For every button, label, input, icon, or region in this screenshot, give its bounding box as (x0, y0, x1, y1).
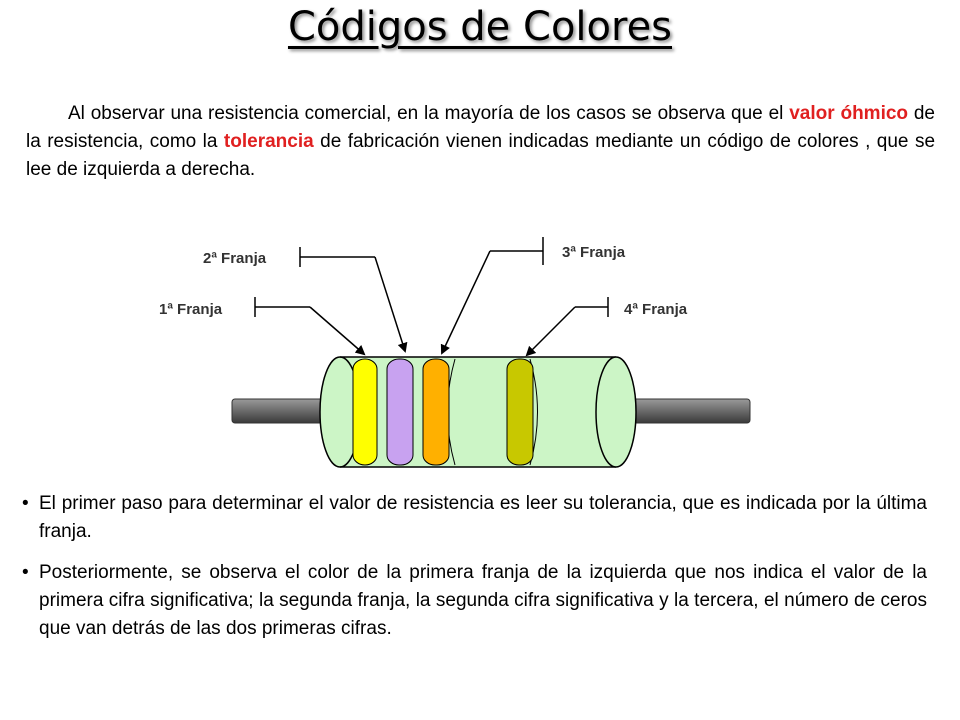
resistor-body (319, 356, 637, 468)
callout-band-4 (525, 297, 609, 357)
callout-band-1 (254, 297, 366, 356)
list-item: • El primer paso para determinar el valor… (22, 490, 927, 546)
highlight-tolerancia: tolerancia (223, 131, 314, 152)
callout-band-3 (440, 237, 544, 355)
bullet-dot-icon: • (22, 562, 29, 583)
intro-paragraph: Al observar una resistencia comercial, e… (26, 100, 935, 184)
list-item: • Posteriormente, se observa el color de … (22, 559, 927, 643)
bullet-dot-icon: • (22, 493, 29, 514)
label-band-1: 1ª Franja (159, 301, 223, 318)
band-1 (352, 358, 378, 466)
left-lead (231, 398, 333, 424)
bullet-text: El primer paso para determinar el valor … (39, 493, 927, 542)
band-4 (506, 358, 534, 466)
page-title: Códigos de Colores (287, 4, 673, 50)
right-lead (619, 398, 751, 424)
label-band-2: 2ª Franja (203, 250, 267, 267)
resistor-diagram: 2ª Franja 3ª Franja 1ª Franja 4ª Franja (159, 237, 751, 468)
band-3 (422, 358, 450, 466)
label-band-3: 3ª Franja (562, 244, 626, 261)
band-2 (386, 358, 414, 466)
intro-text-3: de fabricación vienen indicadas mediante… (26, 131, 936, 180)
intro-text-2: de la resistencia, como la (26, 103, 936, 152)
callout-band-2 (299, 247, 408, 353)
highlight-valor-ohmico: valor óhmico (789, 103, 909, 124)
intro-text-1: Al observar una resistencia comercial, e… (68, 103, 790, 124)
bullet-list: • El primer paso para determinar el valor… (22, 490, 927, 656)
bullet-text: Posteriormente, se observa el color de l… (39, 562, 927, 639)
label-band-4: 4ª Franja (624, 301, 688, 318)
